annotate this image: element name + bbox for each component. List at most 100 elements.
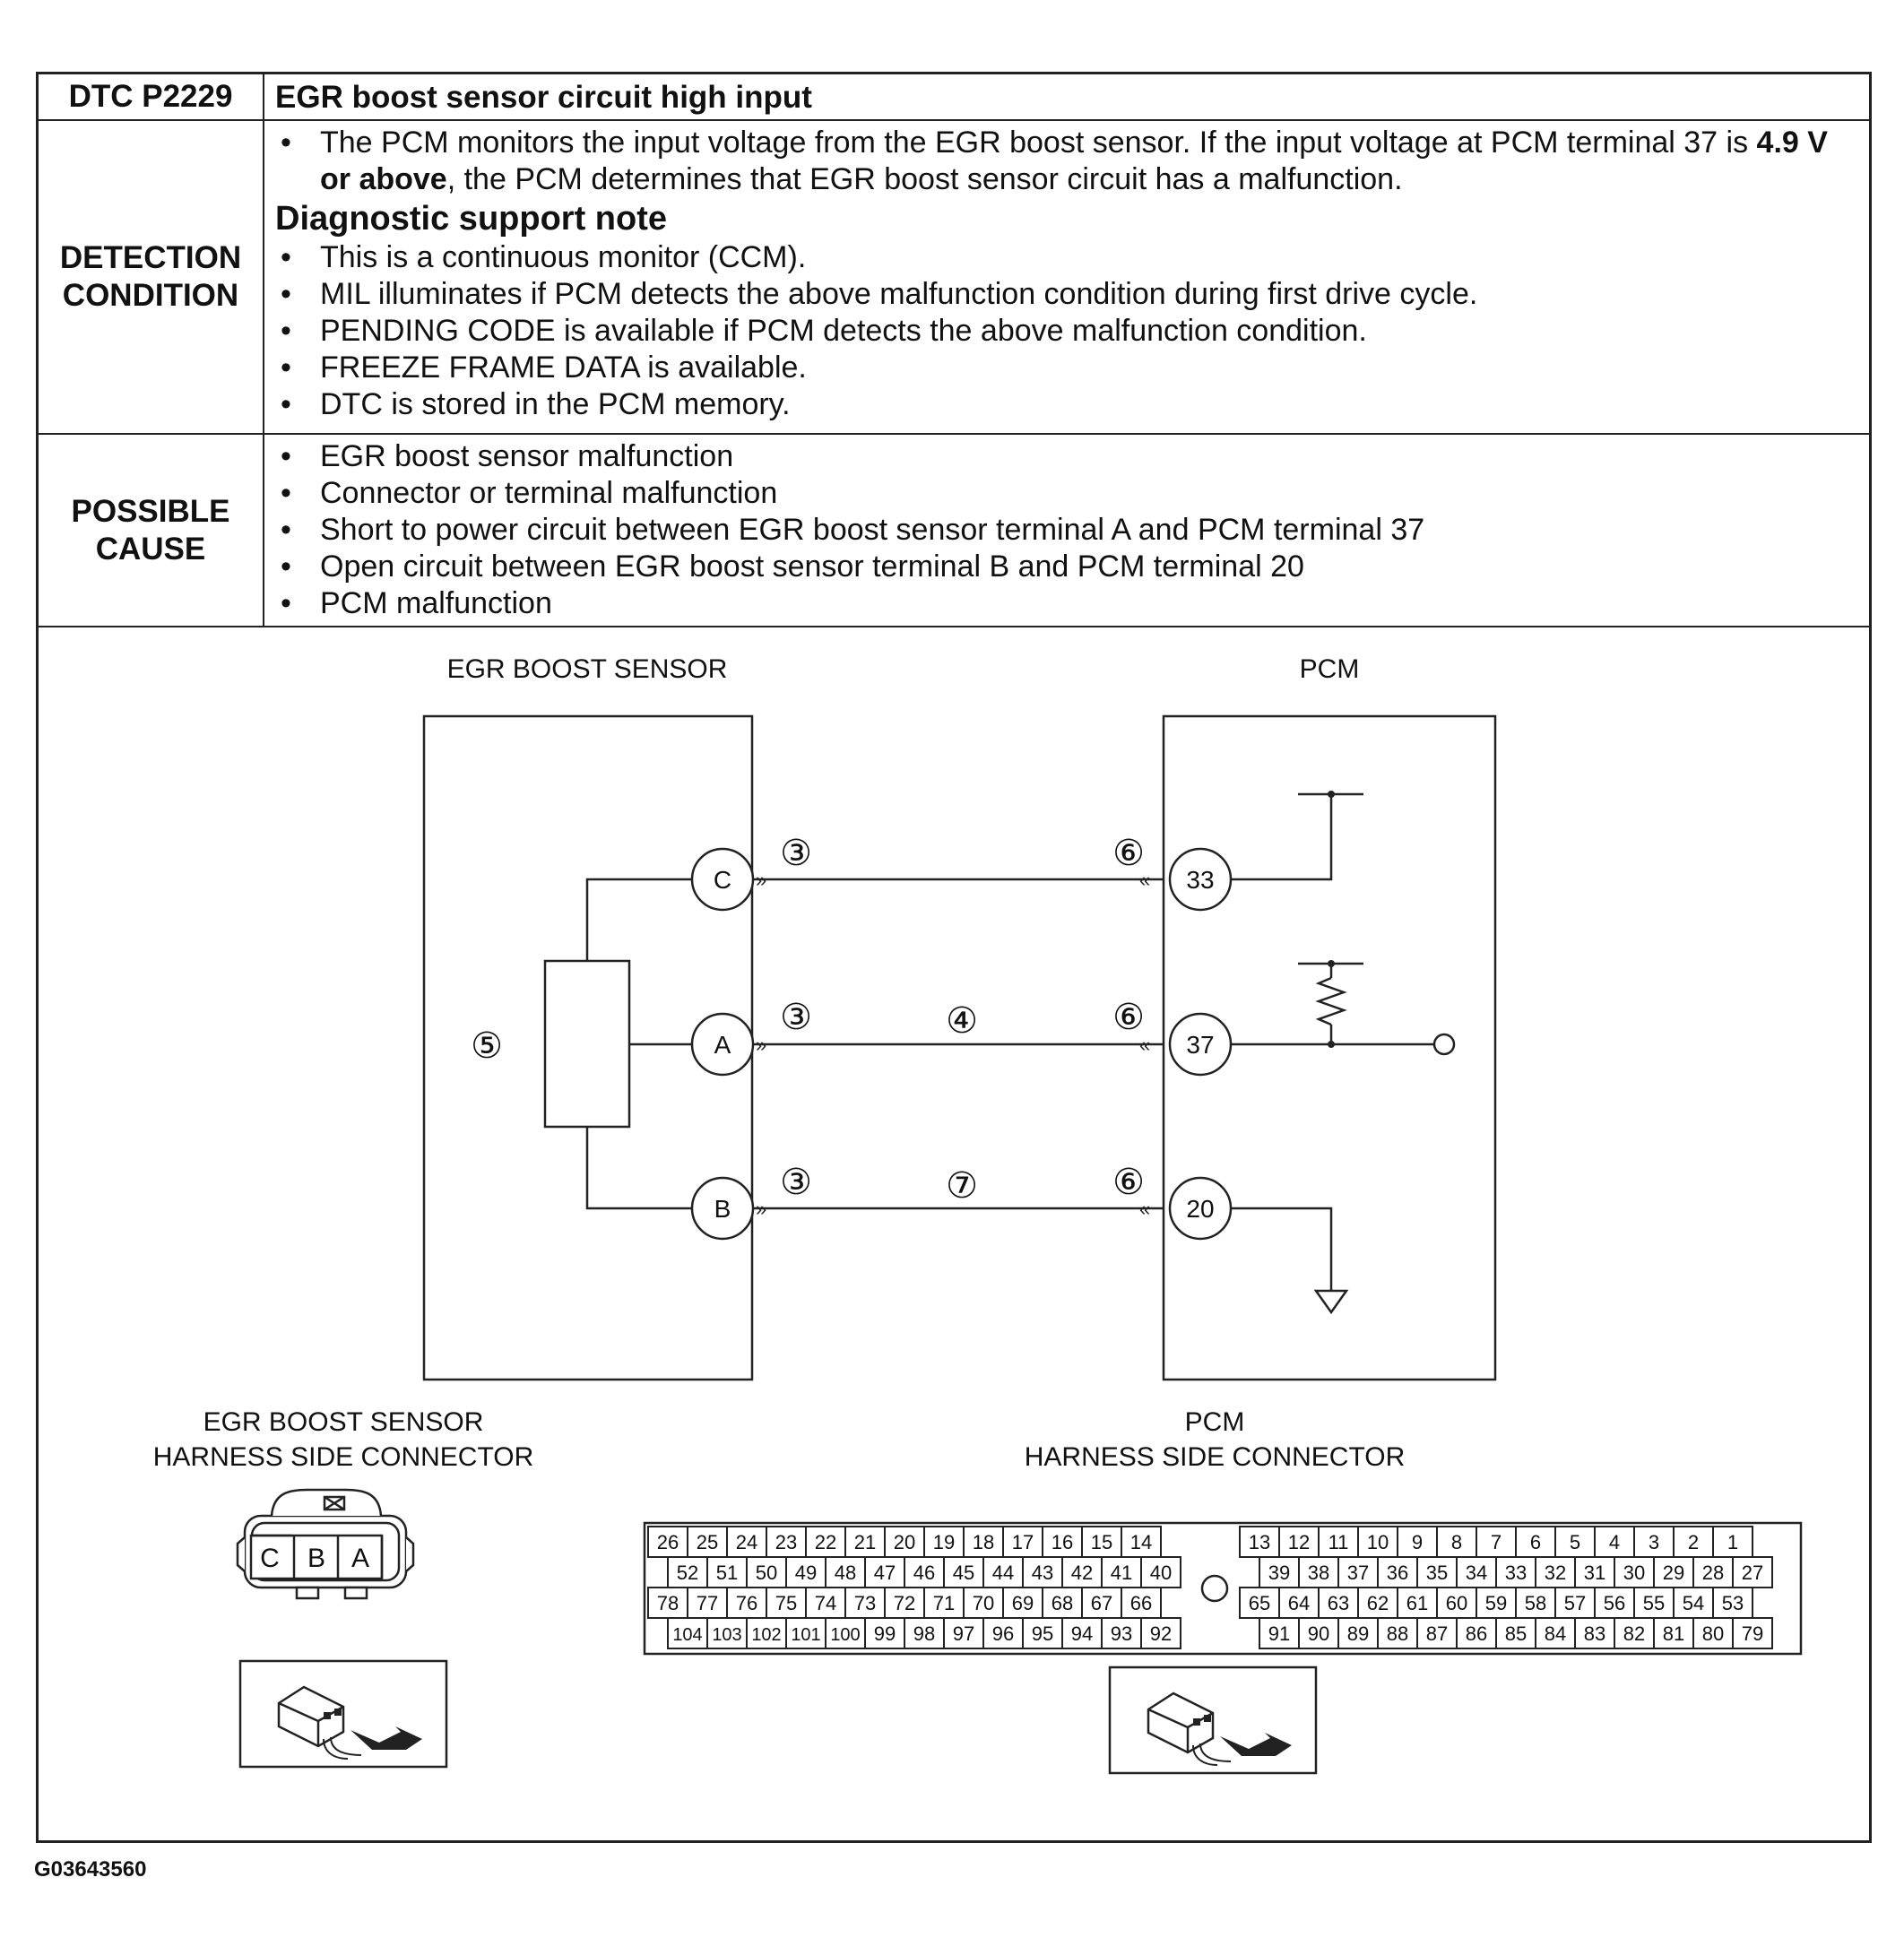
pcm-pin-label: 11 [1328,1531,1349,1553]
possible-cause-item: EGR boost sensor malfunction [275,438,1858,475]
pcm-terminal-label: 33 [1186,866,1214,894]
pcm-pin-label: 36 [1387,1562,1408,1584]
pcm-pin-label: 7 [1491,1531,1502,1553]
pcm-pin-cell [1042,1587,1083,1619]
pcm-pin-label: 59 [1485,1592,1507,1614]
pcm-pin-label: 24 [736,1531,757,1553]
svg-text:«: « [1139,1198,1150,1220]
pcm-pin-label: 12 [1288,1531,1310,1553]
pcm-pin-cell [766,1587,807,1619]
pcm-pin-cell [1456,1617,1497,1649]
pcm-connector-title-1: PCM [1185,1407,1245,1437]
wiring-diagram: »»» ««« C A B 33 37 20 EGR BOOST SENSOR … [153,654,1803,1775]
pcm-pin-cell [1357,1526,1398,1558]
pcm-pin-label: 20 [894,1531,915,1553]
pcm-pin-label: 5 [1570,1531,1580,1553]
pcm-pin-label: 16 [1052,1531,1073,1553]
pcm-pin-label: 21 [854,1531,876,1553]
pcm-pin-label: 65 [1249,1592,1270,1614]
pcm-pin-label: 46 [913,1562,935,1584]
callout-6: ⑥ [1112,998,1145,1037]
pcm-pin-label: 88 [1387,1622,1408,1645]
pcm-pin-label: 64 [1288,1592,1310,1614]
pcm-pin-label: 87 [1426,1622,1448,1645]
pcm-pin-cell [1692,1556,1734,1588]
callout-6: ⑥ [1112,1163,1145,1202]
pcm-pin-label: 103 [712,1625,741,1645]
pcm-pin-cell [963,1587,1004,1619]
pcm-pin-label: 34 [1466,1562,1487,1584]
pcm-pin-cell [746,1556,787,1588]
dtc-code: DTC P2229 [39,74,264,119]
callout-5: ⑤ [471,1026,503,1066]
pcm-pin-label: 83 [1584,1622,1605,1645]
pcm-pin-label: 86 [1466,1622,1487,1645]
support-note-item: MIL illuminates if PCM detects the above… [275,276,1858,313]
pcm-pin-label: 45 [953,1562,974,1584]
pcm-pin-label: 44 [992,1562,1014,1584]
pcm-pin-label: 56 [1604,1592,1625,1614]
sensor-terminal-label: C [714,866,731,894]
pcm-pin-label: 80 [1702,1622,1724,1645]
pcm-pin-label: 27 [1742,1562,1763,1584]
pcm-pin-cell [1042,1526,1083,1558]
pcm-pin-label: 2 [1688,1531,1699,1553]
possible-cause-item: Open circuit between EGR boost sensor te… [275,549,1858,585]
pcm-pin-label: 55 [1643,1592,1665,1614]
pcm-pin-label: 66 [1130,1592,1152,1614]
pcm-pin-cell [904,1556,945,1588]
pcm-pin-label: 52 [677,1562,698,1584]
pcm-pin-label: 104 [672,1625,702,1645]
pcm-pin-cell [1239,1526,1280,1558]
pcm-pin-cell [1140,1556,1181,1588]
pcm-terminal-label: 20 [1186,1195,1214,1223]
pcm-pin-cell [1614,1617,1655,1649]
pcm-terminal-33 [1168,847,1233,912]
pcm-terminal-20 [1168,1176,1233,1241]
pcm-pin-label: 51 [716,1562,738,1584]
pcm-connector-title-2: HARNESS SIDE CONNECTOR [1025,1442,1406,1472]
pcm-pin-cell [825,1556,866,1588]
pcm-pin-label: 85 [1505,1622,1527,1645]
pcm-pin-label: 81 [1663,1622,1684,1645]
pcm-pin-label: 22 [815,1531,836,1553]
pcm-pin-label: 95 [1032,1622,1053,1645]
detection-bullet-1: The PCM monitors the input voltage from … [275,125,1858,198]
pcm-pin-cell [746,1617,787,1649]
sensor-terminal-label: B [714,1195,731,1223]
pcm-pin-label: 89 [1347,1622,1369,1645]
pcm-pin-label: 53 [1722,1592,1744,1614]
pcm-pin-cell [1673,1587,1714,1619]
dtc-sheet: DTC P2229 EGR boost sensor circuit high … [36,72,1872,1843]
pcm-pin-cell [864,1617,905,1649]
header-row: DTC P2229 EGR boost sensor circuit high … [39,74,1869,121]
svg-text:»: » [756,1198,766,1220]
pcm-pin-cell [1081,1526,1122,1558]
pcm-pin-cell [923,1587,965,1619]
pcm-pin-label: 19 [933,1531,955,1553]
figure-code: G03643560 [34,1857,147,1882]
pcm-pin-cell [943,1617,984,1649]
pcm-box [1162,714,1497,1381]
pcm-pin-cell [982,1617,1024,1649]
pcm-pin-label: 41 [1111,1562,1132,1584]
pcm-pin-cell [884,1587,925,1619]
pcm-pin-label: 57 [1564,1592,1586,1614]
pcm-pin-cell [1456,1556,1497,1588]
pcm-pin-label: 68 [1052,1592,1073,1614]
pcm-pin-cell [1653,1556,1694,1588]
pcm-pin-label: 4 [1609,1531,1620,1553]
pcm-pin-cell [1712,1587,1753,1619]
pcm-pin-label: 77 [697,1592,718,1614]
pcm-pin-cell [1121,1526,1162,1558]
callout-3: ③ [780,834,812,873]
pcm-pin-label: 73 [854,1592,876,1614]
pcm-pin-label: 32 [1545,1562,1566,1584]
callout-6: ⑥ [1112,834,1145,873]
pcm-pin-label: 39 [1268,1562,1290,1584]
pcm-pin-label: 42 [1071,1562,1093,1584]
pcm-pin-label: 76 [736,1592,757,1614]
pcm-pin-label: 31 [1584,1562,1605,1584]
